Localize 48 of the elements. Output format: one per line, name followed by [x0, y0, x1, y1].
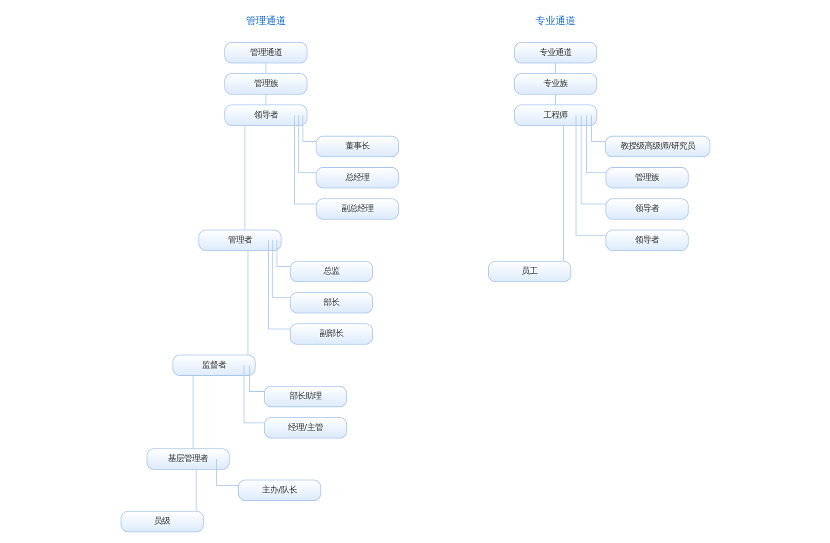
node-box: 管理通道: [224, 42, 307, 64]
connector: [192, 376, 193, 449]
connector: [276, 240, 290, 267]
node-box: 员工: [488, 260, 571, 282]
connector: [248, 364, 264, 392]
connector: [294, 114, 316, 204]
node-box: 董事长: [315, 136, 398, 158]
connector: [590, 114, 605, 142]
node-box: 专业族: [514, 73, 597, 95]
node-box: 部长助理: [264, 386, 347, 408]
connector: [586, 114, 606, 174]
node-box: 领导者: [605, 198, 688, 220]
connector: [247, 250, 248, 355]
node-box: 领导者: [605, 230, 688, 251]
node-box: 总监: [289, 260, 372, 282]
label: 专业通道: [535, 16, 576, 28]
node-box: 管理者: [198, 230, 282, 251]
node-box: 副部长: [289, 323, 372, 345]
node-box: 副总经理: [315, 198, 398, 220]
connector: [265, 63, 266, 74]
connector: [243, 364, 264, 424]
connector: [562, 126, 564, 262]
connector: [575, 114, 606, 236]
node-box: 专业通道: [514, 42, 597, 64]
connector: [244, 126, 245, 230]
connector: [302, 114, 316, 142]
connector: [554, 94, 556, 105]
connector: [195, 469, 196, 512]
node-box: 领导者: [224, 104, 307, 126]
node-box: 监督者: [172, 354, 256, 376]
node-box: 管理族: [224, 73, 307, 95]
node-box: 管理族: [605, 167, 688, 188]
connector: [272, 240, 290, 298]
node-box: 基层管理者: [146, 448, 230, 470]
node-box: 经理/主管: [264, 417, 347, 438]
connector: [580, 114, 606, 204]
connector: [265, 94, 266, 105]
node-box: 部长: [289, 292, 372, 314]
connector: [554, 63, 556, 74]
label: 管理通道: [245, 16, 286, 28]
node-box: 工程师: [514, 104, 597, 126]
node-box: 员级: [120, 510, 204, 532]
connector: [268, 240, 290, 330]
connector: [298, 114, 316, 174]
node-box: 总经理: [315, 167, 398, 188]
node-box: 教授级高级师/研究员: [604, 136, 710, 158]
connector: [215, 458, 238, 486]
node-box: 主办/队长: [238, 480, 321, 501]
